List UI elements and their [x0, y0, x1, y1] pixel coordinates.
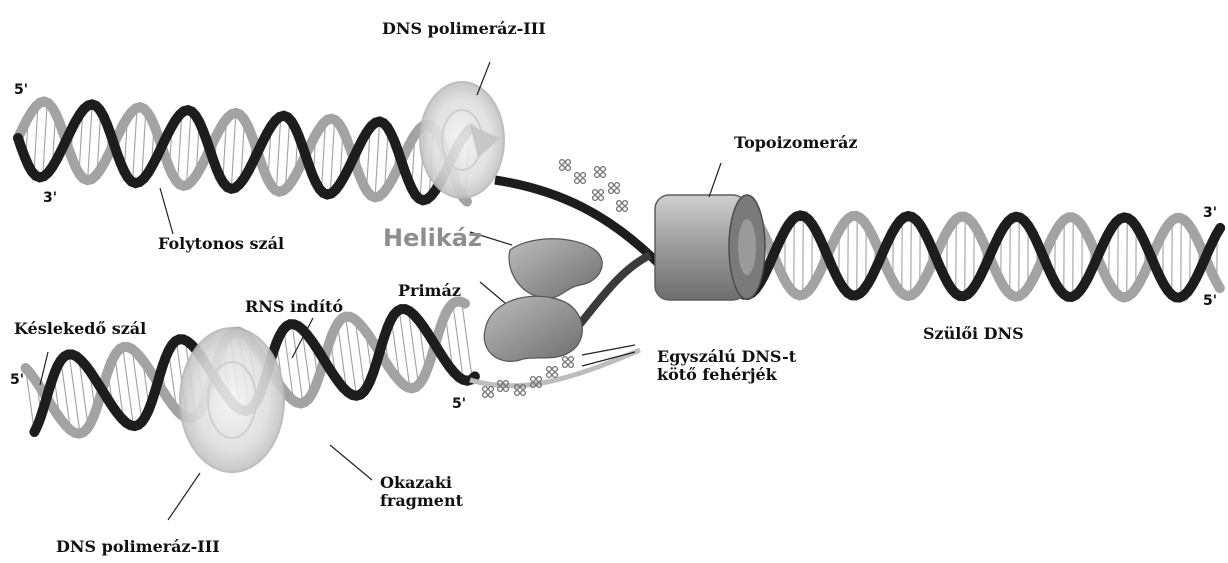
right-5-prime-label: 5'	[1203, 293, 1217, 309]
dna-polymerase-top-label: DNS polimeráz-III	[382, 20, 546, 38]
topoisomerase-label: Topoizomeráz	[734, 134, 857, 152]
lagging-strand-label: Késlekedő szál	[14, 320, 146, 338]
primase-enzyme	[484, 296, 582, 361]
topoisomerase	[655, 195, 765, 300]
okazaki-fragment-label: Okazaki fragment	[380, 474, 463, 511]
ssb-proteins-label: Egyszálú DNS-t kötő fehérjék	[657, 348, 796, 385]
rna-primer-label: RNS indító	[245, 298, 343, 316]
right-3-prime-label: 3'	[1203, 205, 1217, 221]
dna-polymerase-bottom-label: DNS polimeráz-III	[56, 538, 220, 556]
dna-polymerase-bottom	[180, 328, 284, 472]
parent-dna-label: Szülői DNS	[923, 325, 1024, 343]
dna-polymerase-top	[420, 82, 504, 198]
primase-label: Primáz	[398, 282, 461, 300]
continuous-strand-label: Folytonos szál	[158, 235, 284, 253]
leader-lines	[40, 62, 721, 520]
parent-dna-helix	[740, 215, 1220, 297]
bottom-left-5-prime-label: 5'	[10, 372, 24, 388]
leading-strand-helix	[18, 102, 471, 202]
top-left-3-prime-label: 3'	[43, 190, 57, 206]
helicase-enzyme	[509, 239, 602, 298]
primer-5-prime-label: 5'	[452, 396, 466, 412]
helicase-label: Helikáz	[383, 225, 482, 253]
top-left-5-prime-label: 5'	[14, 82, 28, 98]
